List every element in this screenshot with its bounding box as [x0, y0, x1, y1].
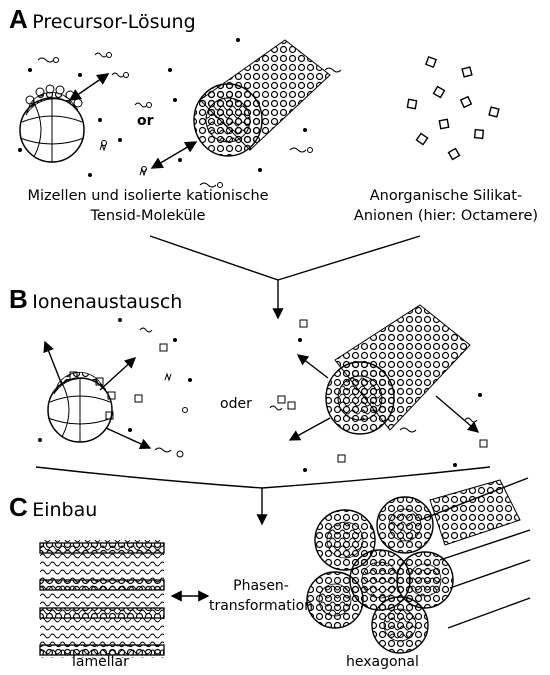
caption-silicate-line1: Anorganische Silikat-: [346, 186, 546, 206]
label-hexagonal: hexagonal: [346, 653, 419, 671]
transition-label-line2: transformation: [206, 596, 316, 616]
transition-label-line1: Phasen-: [206, 576, 316, 596]
section-b-letter: B: [9, 284, 28, 314]
section-a-title: Precursor-Lösung: [32, 11, 195, 33]
caption-micelles-line1: Mizellen und isolierte kationische: [0, 186, 296, 206]
connector-or: or: [137, 112, 154, 130]
transition-label: Phasen- transformation: [206, 576, 316, 616]
section-b-heading: B Ionenaustausch: [9, 286, 182, 313]
connector-oder: oder: [220, 395, 252, 413]
section-b-title: Ionenaustausch: [32, 291, 182, 313]
caption-silicate-line2: Anionen (hier: Octamere): [346, 206, 546, 226]
section-c-title: Einbau: [32, 499, 97, 521]
silicate-anions: [407, 57, 499, 160]
hexagonal-phase: [307, 478, 530, 653]
caption-silicate: Anorganische Silikat- Anionen (hier: Oct…: [346, 186, 546, 226]
section-a-letter: A: [9, 4, 28, 34]
micelle-cylinder-b: [326, 305, 470, 434]
micelle-sphere-b: [48, 372, 115, 442]
label-lamellar: lamellar: [72, 653, 129, 671]
micelle-cylinder-a: [194, 40, 330, 156]
section-c-letter: C: [9, 492, 28, 522]
section-c-heading: C Einbau: [9, 494, 97, 521]
section-a-heading: A Precursor-Lösung: [9, 6, 196, 33]
lamellar-phase: [40, 540, 164, 658]
arrows-a-to-b: [150, 236, 420, 318]
caption-micelles-line2: Tensid-Moleküle: [0, 206, 296, 226]
caption-micelles: Mizellen und isolierte kationische Tensi…: [0, 186, 296, 226]
